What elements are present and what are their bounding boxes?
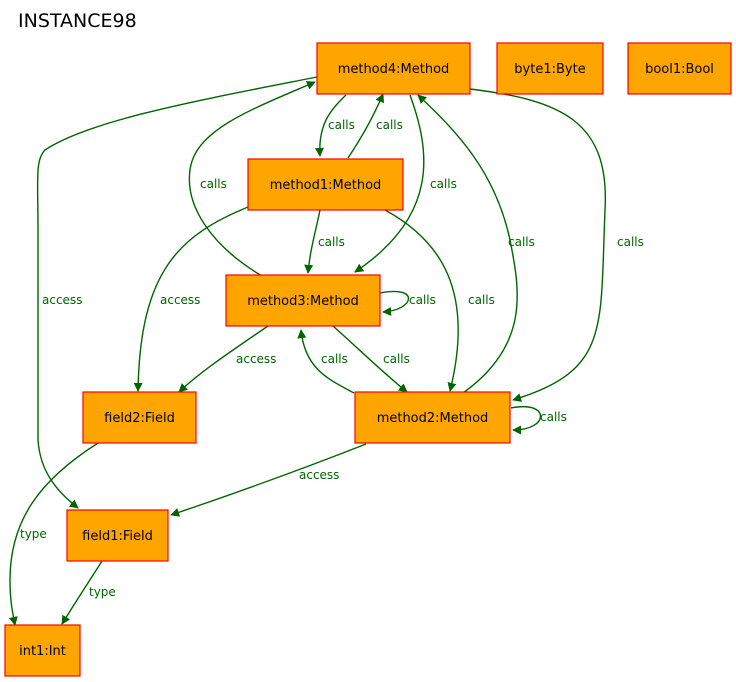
edge-method4-field1 [36,76,318,509]
node-label: int1:Int [19,644,66,659]
node-label: bool1:Bool [645,62,714,77]
edge-label: calls [318,235,345,249]
edge-label: calls [200,177,227,191]
edge-label: calls [321,352,348,366]
edge-label: type [89,585,116,599]
edge-label: calls [409,293,436,307]
node-byte1[interactable]: byte1:Byte [496,42,604,95]
node-label: byte1:Byte [514,62,585,77]
edge-label: access [160,293,200,307]
edge-method1-field2 [133,206,249,392]
edge-label: calls [468,293,495,307]
node-int1[interactable]: int1:Int [4,624,81,677]
node-bool1[interactable]: bool1:Bool [627,42,732,95]
edge-method2-self [510,406,542,435]
edge-field2-int1 [8,442,99,626]
edge-label: calls [508,235,535,249]
edge-method1-method3 [304,209,321,274]
edge-method1-method4 [347,93,384,159]
edge-method4-method1 [314,94,347,157]
edge-label: access [299,468,339,482]
edge-label: access [236,352,276,366]
edge-label: type [20,527,47,541]
node-method4[interactable]: method4:Method [316,42,471,95]
node-label: field1:Field [82,529,153,544]
node-label: method4:Method [338,62,450,77]
node-field2[interactable]: field2:Field [82,391,197,444]
node-label: method2:Method [377,411,489,426]
diagram-title: INSTANCE98 [18,10,137,32]
edge-method3-method4 [188,81,316,277]
node-method1[interactable]: method1:Method [247,158,404,211]
edge-method3-method2 [332,325,408,393]
node-label: method3:Method [247,294,359,309]
edge-label: calls [383,352,410,366]
edge-method4-method3 [354,94,425,273]
edge-method4-method2 [469,88,606,402]
edge-method3-self [379,290,410,316]
edge-field1-int1 [61,560,103,625]
edge-label: calls [540,410,567,424]
edge-label: calls [376,118,403,132]
node-label: method1:Method [270,178,382,193]
edge-label: calls [328,118,355,132]
node-method2[interactable]: method2:Method [354,391,511,444]
node-method3[interactable]: method3:Method [225,274,381,327]
edge-method3-field2 [178,325,269,393]
edge-method1-method2 [384,209,459,392]
edge-label: access [42,293,82,307]
edge-label: calls [430,177,457,191]
node-field1[interactable]: field1:Field [66,509,169,562]
edge-method2-field1 [170,443,367,517]
node-label: field2:Field [104,411,175,426]
edge-method2-method3 [297,329,355,394]
edge-label: calls [617,235,644,249]
edge-method2-method4 [417,94,518,394]
